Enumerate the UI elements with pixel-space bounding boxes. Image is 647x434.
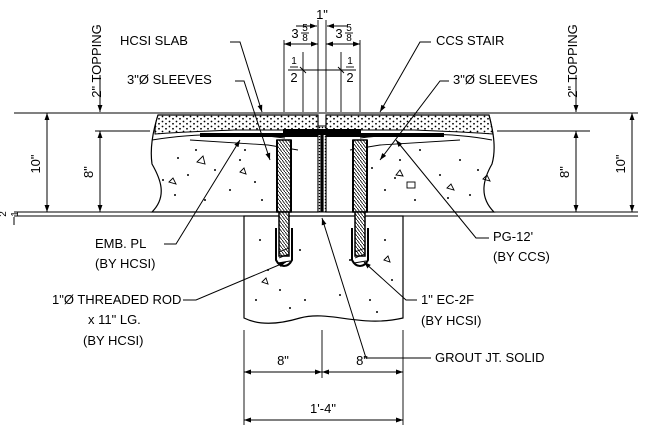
label-sleeves-left: 3"Ø SLEEVES [127, 72, 212, 87]
dim-left-10in: 10" [28, 154, 43, 173]
dim-bottom-right-8in: 8" [356, 353, 368, 368]
top-dimension-lines [283, 20, 361, 112]
label-threaded-rod-length: x 11" LG. [88, 312, 141, 327]
dim-right-frac-den: 8 [346, 33, 352, 44]
sleeve-right [352, 139, 368, 213]
label-pg12-by: (BY CCS) [493, 249, 550, 264]
label-ec2f-by: (BY HCSI) [421, 313, 481, 328]
label-sleeves-right: 3"Ø SLEEVES [453, 72, 538, 87]
dim-left-frac-den: 8 [302, 33, 308, 44]
grout-joint [283, 125, 361, 213]
dim-half-right-num: 1 [347, 56, 353, 67]
dim-half-left-den: 2 [290, 70, 297, 85]
dim-left-frac-num: 5 [302, 23, 308, 34]
threaded-rod-right [351, 211, 369, 267]
label-threaded-rod-by: (BY HCSI) [83, 333, 143, 348]
dim-left-whole: 3 [291, 26, 298, 41]
dim-top-1in: 1" [316, 7, 328, 22]
dim-half-left-num: 1 [291, 56, 297, 67]
label-hcsi-slab: HCSI SLAB [120, 33, 188, 48]
bottom-dimension-lines [243, 330, 404, 425]
left-vertical-dimensions [13, 75, 103, 225]
sleeve-left [276, 139, 292, 213]
dim-right-frac-num: 5 [346, 23, 352, 34]
dim-bearing-num: 1 [10, 211, 21, 217]
label-threaded-rod: 1"Ø THREADED ROD [52, 292, 181, 307]
dim-right-8in: 8" [557, 166, 572, 178]
label-emb-pl: EMB. PL [95, 236, 146, 251]
dim-left-8in: 8" [81, 166, 96, 178]
label-topping-right: 2" TOPPING [565, 24, 580, 98]
dim-right-whole: 3 [335, 26, 342, 41]
label-topping-left: 2" TOPPING [89, 24, 104, 98]
label-grout: GROUT JT. SOLID [435, 350, 545, 365]
label-emb-pl-by: (BY HCSI) [95, 256, 155, 271]
label-ccs-stair: CCS STAIR [436, 33, 504, 48]
dim-half-right-den: 2 [346, 70, 353, 85]
threaded-rod-left [275, 211, 293, 267]
label-pg12: PG-12' [493, 229, 533, 244]
hcsi-slab [150, 114, 319, 213]
dim-bottom-left-8in: 8" [277, 353, 289, 368]
right-vertical-dimensions [573, 75, 635, 212]
label-ec2f: 1" EC-2F [421, 292, 474, 307]
dim-right-10in: 10" [613, 154, 628, 173]
dim-overall: 1'-4" [310, 401, 336, 416]
dim-bearing-den: 2 [0, 211, 9, 217]
